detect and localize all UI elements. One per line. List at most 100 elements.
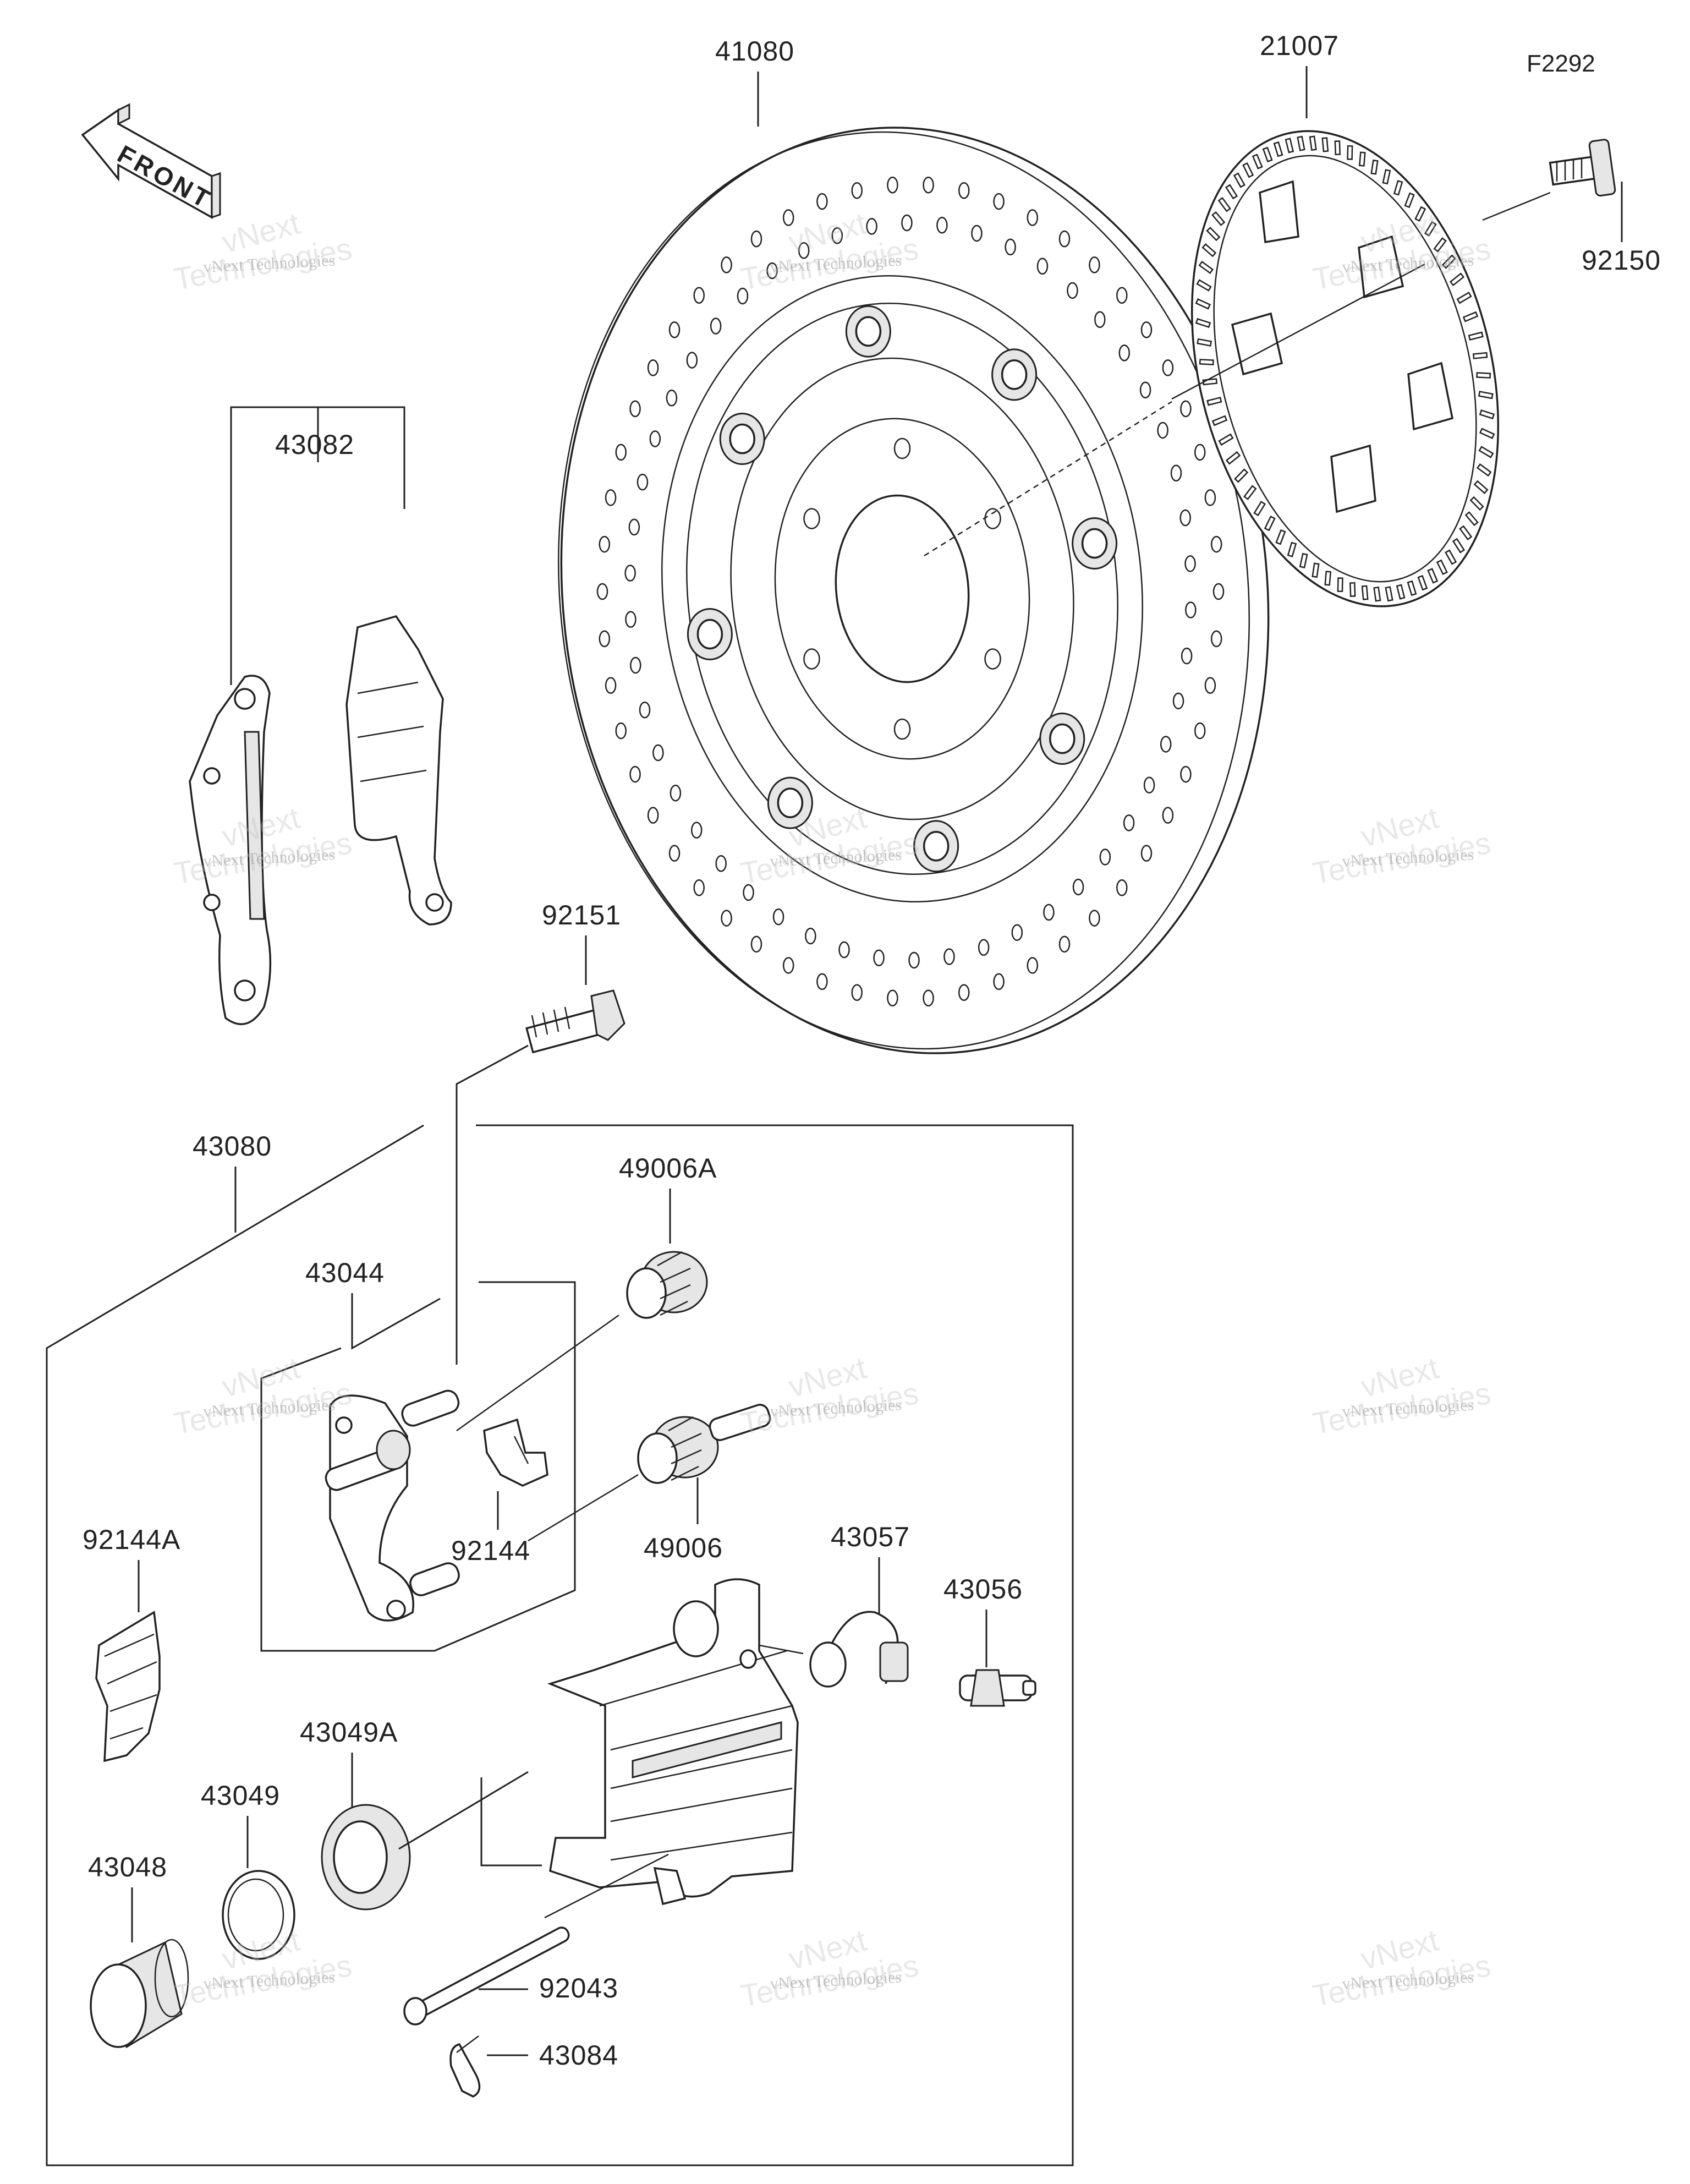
abs-tooth <box>1309 135 1317 151</box>
abs-tooth <box>1199 359 1214 365</box>
disc-vent-hole <box>652 744 664 762</box>
abs-tooth <box>1441 254 1456 269</box>
dust-boot-upper[interactable] <box>626 1251 708 1319</box>
abs-tooth <box>1273 141 1283 157</box>
disc-vent-hole <box>1157 422 1168 439</box>
part-number-92043: 92043 <box>539 1973 618 2004</box>
dust-seal[interactable] <box>321 1804 411 1911</box>
disc-vent-hole <box>943 948 955 965</box>
part-number-43080: 43080 <box>193 1131 272 1162</box>
abs-tooth <box>1297 135 1305 151</box>
disc-vent-hole <box>1194 444 1206 461</box>
brake-pad-inner[interactable] <box>345 615 452 926</box>
abs-tooth <box>1464 511 1479 527</box>
disc-rivet-center <box>923 831 950 862</box>
disc-vent-hole <box>901 214 913 232</box>
abs-tooth <box>1373 586 1381 602</box>
part-number-43044: 43044 <box>305 1257 385 1288</box>
disc-vent-hole <box>1116 287 1128 304</box>
abs-tooth <box>1385 586 1393 602</box>
disc-vent-hole <box>1184 555 1196 572</box>
disc-vent-hole <box>851 984 863 1001</box>
disc-vent-hole <box>615 722 627 740</box>
brake-pad-outer[interactable] <box>189 675 272 1025</box>
part-number-43084: 43084 <box>539 2040 618 2071</box>
abs-tooth <box>1404 192 1415 209</box>
abs-tooth <box>1407 580 1417 596</box>
abs-tooth <box>1206 396 1222 406</box>
disc-mounting-bolt[interactable] <box>1482 139 1616 221</box>
caliper-piston[interactable] <box>90 1939 189 2049</box>
abs-tooth <box>1324 571 1332 586</box>
disc-rivet-center <box>1049 723 1076 754</box>
anti-rattle-spring[interactable] <box>95 1611 161 1762</box>
abs-tooth <box>1478 391 1494 399</box>
pad-pin[interactable] <box>403 1925 571 2026</box>
hub-bolt-hole <box>893 718 911 740</box>
disc-vent-hole <box>624 565 636 582</box>
abs-tooth <box>1262 146 1273 163</box>
abs-tooth <box>1233 172 1245 188</box>
abs-tooth <box>1456 291 1472 304</box>
disc-vent-hole <box>1170 464 1182 482</box>
part-number-92144: 92144 <box>451 1535 530 1566</box>
disc-rivet-center <box>696 618 723 650</box>
disc-vent-hole <box>649 430 661 447</box>
part-number-43082: 43082 <box>275 429 354 460</box>
bleeder-cap[interactable] <box>809 1611 909 1688</box>
hub-bolt-hole <box>893 437 911 459</box>
abs-tooth <box>1195 318 1211 329</box>
abs-tooth <box>1264 515 1276 532</box>
abs-tooth <box>1445 549 1457 565</box>
disc-vent-hole <box>1089 256 1100 273</box>
disc-rivet-center <box>855 316 882 347</box>
disc-vent-hole <box>1162 359 1174 376</box>
part-number-92150: 92150 <box>1582 245 1661 276</box>
disc-vent-hole <box>715 855 727 872</box>
disc-vent-hole <box>628 518 640 536</box>
disc-vent-hole <box>1118 344 1131 362</box>
disc-vent-hole <box>923 989 934 1006</box>
bleeder-valve[interactable] <box>959 1669 1036 1707</box>
hub-bolt-hole <box>984 648 1001 670</box>
disc-vent-hole <box>782 957 794 974</box>
abs-tooth <box>1370 159 1379 175</box>
disc-vent-hole <box>1140 321 1153 338</box>
disc-vent-hole <box>798 242 810 259</box>
dust-boot-lower[interactable] <box>637 1403 772 1484</box>
part-number-49006A: 49006A <box>619 1153 717 1184</box>
abs-tooth <box>1211 211 1226 226</box>
caliper-mounting-bolt[interactable] <box>525 989 625 1054</box>
pad-spring-clip[interactable] <box>483 1418 548 1487</box>
part-number-43049: 43049 <box>201 1780 280 1811</box>
disc-vent-hole <box>958 182 970 199</box>
part-number-92151: 92151 <box>542 900 621 930</box>
caliper-body[interactable] <box>547 1578 799 1906</box>
abs-tooth <box>1243 485 1257 500</box>
disc-vent-hole <box>1204 677 1216 694</box>
disc-vent-hole <box>639 701 651 719</box>
part-number-43056: 43056 <box>943 1574 1023 1605</box>
abs-tooth <box>1358 151 1366 167</box>
disc-vent-hole <box>1204 489 1216 506</box>
brake-disc[interactable] <box>514 92 1313 1089</box>
abs-sensor-ring[interactable] <box>1145 98 1545 639</box>
disc-vent-hole <box>1099 849 1111 866</box>
disc-vent-hole <box>1116 879 1128 896</box>
disc-vent-hole <box>596 583 608 600</box>
abs-tooth <box>1242 162 1254 178</box>
abs-tooth <box>1473 480 1489 494</box>
abs-tooth <box>1452 538 1466 554</box>
piston-seal[interactable] <box>222 1870 295 1960</box>
disc-vent-hole <box>1210 535 1222 553</box>
disc-vent-hole <box>816 973 828 990</box>
caliper-bracket[interactable] <box>323 1388 462 1622</box>
disc-vent-hole <box>1005 238 1016 256</box>
abs-tooth <box>1299 552 1308 568</box>
disc-vent-hole <box>1036 258 1049 275</box>
disc-vent-hole <box>772 908 784 926</box>
pin-retaining-clip[interactable] <box>449 2035 481 2098</box>
